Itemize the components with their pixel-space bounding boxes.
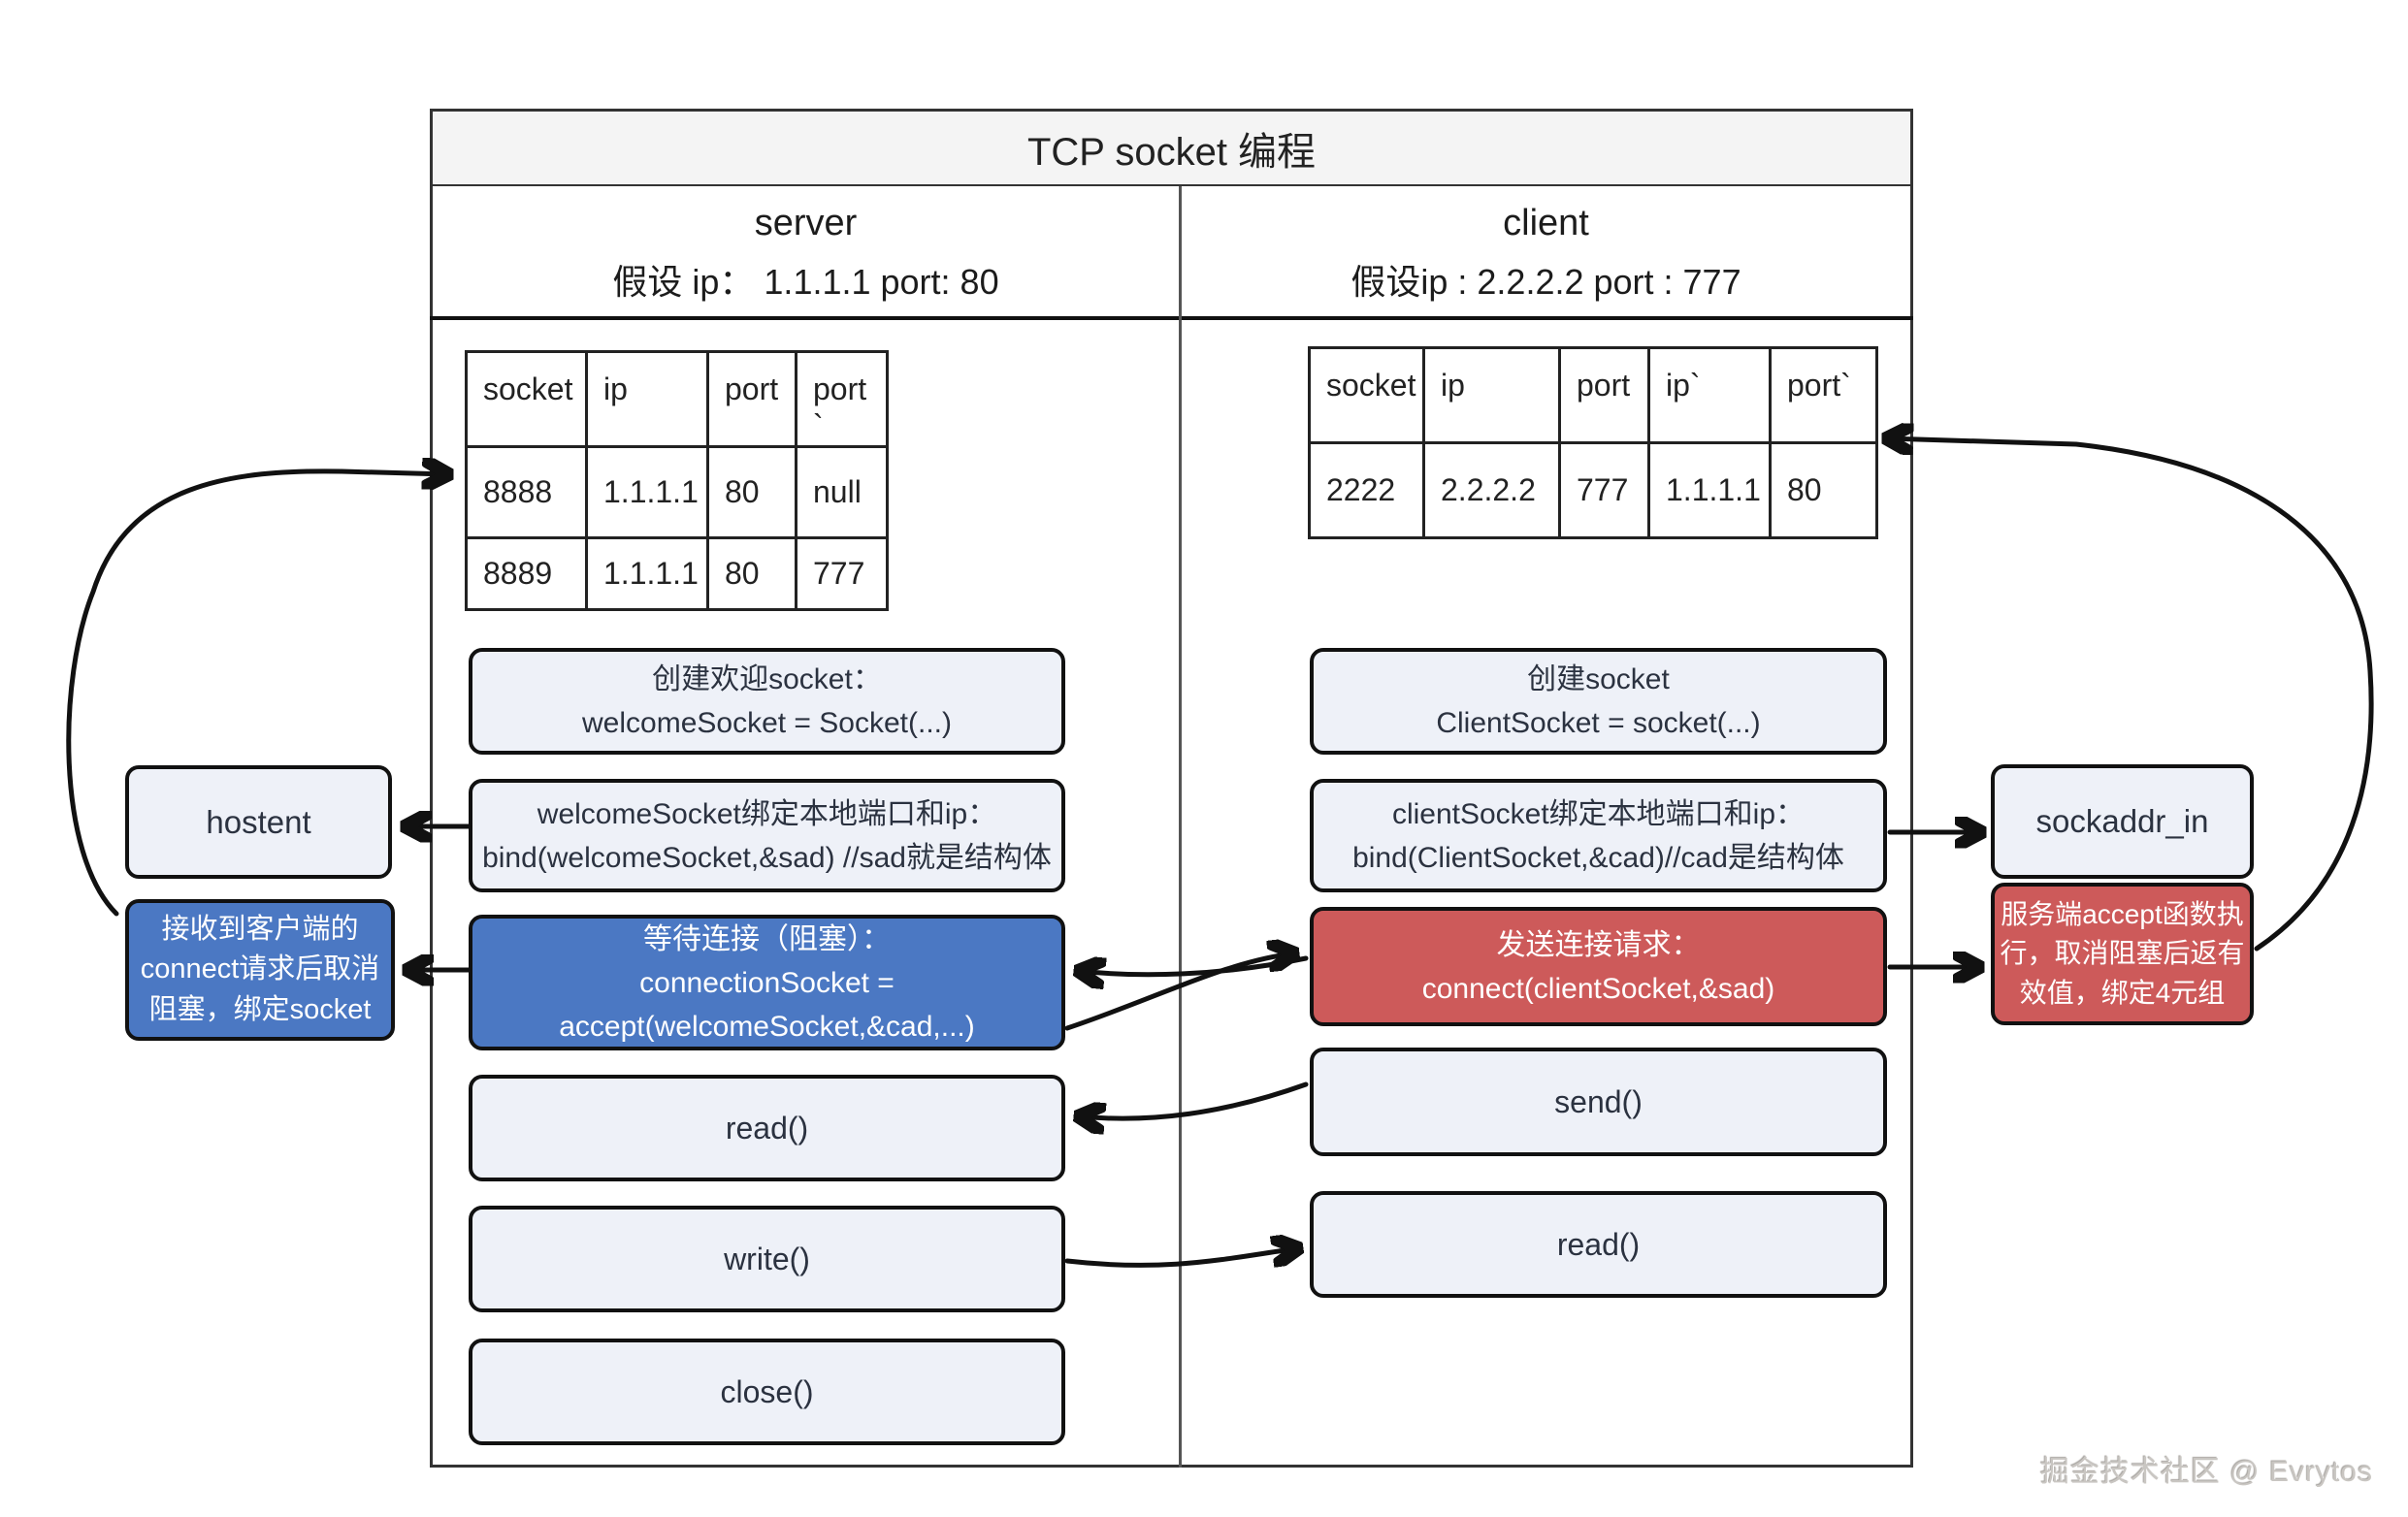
client-socket-table: socket ip port ip` port` 2222 2.2.2.2 77…	[1308, 346, 1878, 539]
server-box-close: close()	[469, 1339, 1065, 1445]
col-header: port`	[1769, 346, 1878, 444]
client-box-create-socket: 创建socket ClientSocket = socket(...)	[1310, 648, 1887, 755]
hostent-struct-box: hostent	[125, 765, 392, 879]
table-row: 8889 1.1.1.1 80 777	[465, 535, 889, 611]
accept-return-note-box: 服务端accept函数执 行，取消阻塞后返有 效值，绑定4元组	[1991, 883, 2254, 1025]
table-row: 2222 2.2.2.2 777 1.1.1.1 80	[1308, 441, 1878, 539]
client-box-bind: clientSocket绑定本地端口和ip： bind(ClientSocket…	[1310, 779, 1887, 892]
cell: 777	[1558, 441, 1650, 539]
column-header-band	[430, 186, 1913, 320]
col-header: ip	[585, 350, 709, 448]
col-header: port	[706, 350, 797, 448]
server-column-header: server 假设 ip： 1.1.1.1 port: 80	[433, 186, 1179, 320]
client-box-read: read()	[1310, 1191, 1887, 1298]
col-header: port `	[795, 350, 889, 448]
table-header-row: socket ip port port `	[465, 350, 889, 448]
cell: 8888	[465, 444, 588, 539]
cell: 2222	[1308, 441, 1425, 539]
col-header: ip`	[1647, 346, 1772, 444]
col-header: port	[1558, 346, 1650, 444]
client-box-send: send()	[1310, 1048, 1887, 1156]
cell: null	[795, 444, 889, 539]
server-heading: server	[754, 202, 858, 243]
cell: 2.2.2.2	[1422, 441, 1561, 539]
col-header: ip	[1422, 346, 1561, 444]
diagram-title: TCP socket 编程	[1026, 130, 1317, 174]
server-box-accept-blocking: 等待连接（阻塞）： connectionSocket = accept(welc…	[469, 915, 1065, 1050]
client-heading: client	[1503, 202, 1589, 243]
cell: 1.1.1.1	[585, 444, 709, 539]
col-header: socket	[465, 350, 588, 448]
server-box-create-welcome-socket: 创建欢迎socket： welcomeSocket = Socket(...)	[469, 648, 1065, 755]
cell: 777	[795, 535, 889, 611]
server-box-write: write()	[469, 1206, 1065, 1312]
server-box-bind: welcomeSocket绑定本地端口和ip： bind(welcomeSock…	[469, 779, 1065, 892]
client-column-header: client 假设ip : 2.2.2.2 port : 777	[1179, 186, 1913, 320]
watermark: 掘金技术社区 @ Evrytos	[2039, 1456, 2373, 1488]
col-header: socket	[1308, 346, 1425, 444]
client-subheading: 假设ip : 2.2.2.2 port : 777	[1350, 261, 1741, 302]
sockaddr-in-struct-box: sockaddr_in	[1991, 764, 2254, 879]
diagram-title-band: TCP socket 编程	[430, 109, 1913, 186]
server-subheading: 假设 ip： 1.1.1.1 port: 80	[612, 261, 999, 302]
accept-unblock-note-box: 接收到客户端的 connect请求后取消 阻塞，绑定socket	[125, 899, 395, 1041]
server-socket-table: socket ip port port ` 8888 1.1.1.1 80 nu…	[465, 350, 889, 611]
cell: 8889	[465, 535, 588, 611]
cell: 1.1.1.1	[585, 535, 709, 611]
cell: 1.1.1.1	[1647, 441, 1772, 539]
client-box-connect-request: 发送连接请求： connect(clientSocket,&sad)	[1310, 907, 1887, 1026]
cell: 80	[706, 535, 797, 611]
cell: 80	[1769, 441, 1878, 539]
cell: 80	[706, 444, 797, 539]
table-header-row: socket ip port ip` port`	[1308, 346, 1878, 444]
server-box-read: read()	[469, 1075, 1065, 1181]
table-row: 8888 1.1.1.1 80 null	[465, 444, 889, 539]
column-divider	[1179, 186, 1182, 1468]
